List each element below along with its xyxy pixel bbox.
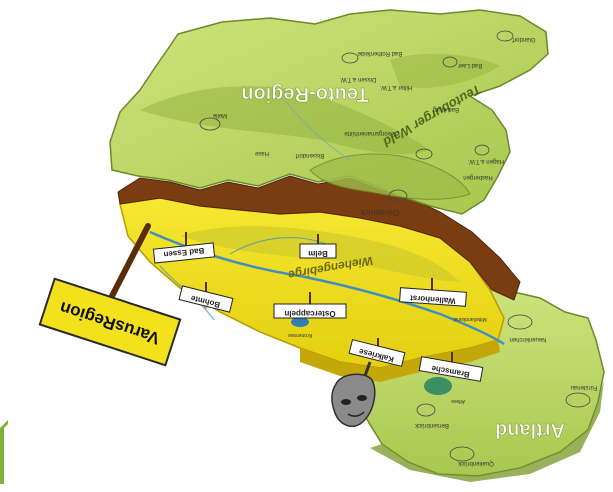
label-bissendorf: Bissendorf xyxy=(295,152,324,158)
label-melle: Melle xyxy=(212,112,227,118)
label-mittellandkanal: Mittellandkanal xyxy=(453,316,486,322)
label-hagen: Hagen a.T.W. xyxy=(468,158,504,164)
label-bad-rothenfelde: Bad Rothenfelde xyxy=(357,50,402,56)
sign-belm-label: Belm xyxy=(308,249,328,258)
sign-wallenhorst: Wallenhorst xyxy=(399,278,467,307)
sign-bad-essen-label: Bad Essen xyxy=(163,246,205,259)
settlement-markers xyxy=(199,30,591,462)
label-osnabrueck: Osnabrück xyxy=(360,208,400,217)
sign-ostercappeln-label: Ostercappeln xyxy=(284,309,335,318)
label-kronensee: Kronensee xyxy=(288,332,312,338)
wiehengebirge-cliff xyxy=(117,175,521,301)
label-glandorf: Glandorf xyxy=(512,36,535,42)
sign-ostercappeln: Ostercappeln xyxy=(273,292,347,319)
label-hilter: Hilter a.T.W. xyxy=(380,84,413,90)
logo-fragment-icon xyxy=(0,420,8,484)
label-quakenbrueck: Quakenbrück xyxy=(457,460,494,466)
label-dissen: Dissen a.T.W. xyxy=(339,76,376,82)
label-hasbergen: Hasbergen xyxy=(463,174,492,180)
label-bad-laer: Bad Laer xyxy=(458,62,482,68)
label-neuenkirchen: Neuenkirchen xyxy=(509,336,546,342)
teuto-region xyxy=(109,9,549,215)
artland-title: Artland xyxy=(495,419,565,441)
label-bad-iburg: Bad Iburg xyxy=(433,106,459,112)
label-fuerstenau: Fürstenau xyxy=(570,384,597,390)
sign-belm: Belm xyxy=(299,234,337,259)
sign-wallenhorst-label: Wallenhorst xyxy=(409,293,455,305)
label-hase: Hase xyxy=(254,150,269,156)
label-bersenbrueck: Bersenbrück xyxy=(414,422,449,428)
label-alfsee: Alfsee xyxy=(451,398,465,404)
teuto-region-title: Teuto-Region xyxy=(241,83,368,105)
place-signs: Bad Essen Belm Bohmte Ostercappeln Walle… xyxy=(152,232,484,382)
sign-bad-essen: Bad Essen xyxy=(152,232,216,264)
label-georgsmarienhuette: Georgsmarienhütte xyxy=(344,130,396,136)
roman-mask-icon xyxy=(331,361,376,428)
